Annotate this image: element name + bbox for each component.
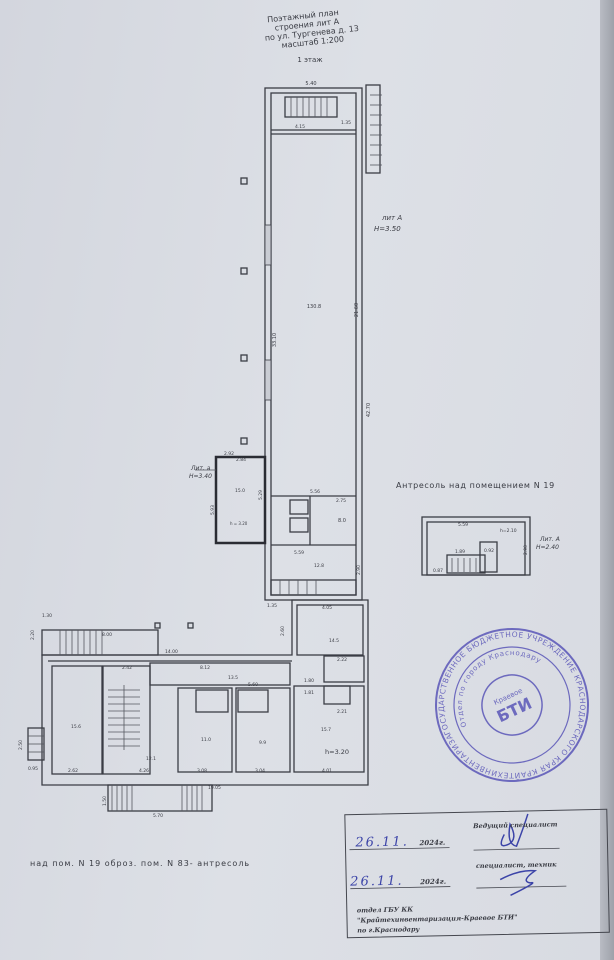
- dimension: 2.75: [336, 498, 346, 504]
- dimension: 4.01: [322, 768, 332, 774]
- dimension: 4.15: [295, 124, 305, 130]
- room-area: 15.0: [235, 488, 245, 494]
- mezzanine-label: Лит. А: [539, 536, 560, 543]
- building-height: H=3.50: [374, 225, 401, 233]
- year-1: 2024г.: [418, 838, 445, 848]
- annex-height: H=3.40: [189, 473, 212, 480]
- dimension: 2.42: [122, 665, 132, 671]
- document-page: [0, 0, 600, 960]
- role-2: специалист, техник: [476, 860, 557, 870]
- dimension: 4.05: [322, 605, 332, 611]
- dimension: 21.60: [354, 303, 360, 317]
- dimension: 5.59: [458, 522, 468, 528]
- dimension: 5.70: [153, 813, 163, 819]
- room-area: 14.5: [329, 638, 339, 644]
- ceiling-height: h=3.20: [325, 748, 349, 756]
- dimension: 5.40: [305, 81, 316, 87]
- org-line-2: "Крайтехинвентаризация-Краевое БТИ": [357, 913, 518, 924]
- dimension: 5.59: [294, 550, 304, 556]
- date-2: 26.11.: [349, 874, 404, 890]
- signature-block: 26.11. 2024г. 26.11. 2024г. Ведущий спец…: [344, 808, 610, 939]
- dimension: 2.92: [224, 451, 234, 457]
- dimension: 1.35: [267, 603, 277, 609]
- ceiling-height: h=2.10: [500, 528, 517, 534]
- org-line-1: отдел ГБУ КК: [357, 905, 414, 914]
- room-area: 130.8: [307, 304, 321, 310]
- dimension: 1.30: [42, 613, 52, 619]
- dimension: 2.60: [280, 626, 286, 636]
- dimension: 8.00: [102, 632, 112, 638]
- dimension: 0.95: [28, 766, 38, 772]
- dimension: 0.92: [484, 548, 494, 554]
- role-1: Ведущий специалист: [472, 820, 558, 830]
- mezzanine-height: H=2.40: [536, 544, 559, 551]
- dimension: 2.21: [337, 709, 347, 715]
- dimension: 5.29: [258, 490, 264, 500]
- dimension: 1.81: [304, 690, 314, 696]
- dimension: 1.50: [102, 796, 108, 806]
- dimension: 4.26: [139, 768, 149, 774]
- dimension: 2.84: [236, 457, 246, 463]
- signature-2: [499, 869, 538, 896]
- dimension: 2.90: [356, 565, 362, 575]
- dimension: 1.80: [304, 678, 314, 684]
- ceiling-height: h = 3.20: [230, 521, 248, 526]
- dimension: 2.90: [523, 545, 529, 555]
- room-area: 15.6: [71, 724, 81, 730]
- mezzanine-title: Антресоль над помещением N 19: [396, 481, 555, 490]
- plan-title: Поэтажный план строения лит А по ул. Тур…: [264, 8, 359, 50]
- dimension: 19.05: [208, 785, 221, 791]
- main-building: [240, 84, 382, 601]
- room-area: 15.7: [321, 727, 331, 733]
- signature-1: [500, 813, 529, 848]
- dimension: 2.22: [337, 657, 347, 663]
- room-area: 12.8: [314, 563, 324, 569]
- dimension: 33.10: [272, 333, 278, 347]
- floor-label: 1 этаж: [297, 56, 323, 64]
- dimension: 5.60: [248, 682, 258, 688]
- org-line-3: по г.Краснодару: [357, 925, 420, 934]
- dimension: 1.89: [455, 549, 465, 555]
- dimension: 0.87: [433, 568, 443, 574]
- dimension: 5.93: [210, 505, 216, 515]
- dimension: 2.50: [18, 740, 24, 750]
- date-1: 26.11.: [354, 834, 409, 850]
- plan-note: над пом. N 19 оброз. пом. N 83- антресол…: [30, 859, 250, 868]
- year-2: 2024г.: [419, 877, 446, 887]
- building-label: лит А: [381, 214, 402, 222]
- page-edge: [600, 0, 614, 960]
- mezzanine-plan: [421, 516, 531, 576]
- dimension: 1.35: [341, 120, 351, 126]
- room-area: 13.5: [228, 675, 238, 681]
- dimension: 14.00: [165, 649, 178, 655]
- dimension: 2.20: [30, 630, 36, 640]
- dimension: 3.08: [197, 768, 207, 774]
- room-area: 12.1: [146, 756, 156, 762]
- dimension: 42.70: [366, 403, 372, 417]
- annex-label: Лит. а: [190, 465, 211, 472]
- dimension: 5.56: [310, 489, 320, 495]
- room-area: 11.0: [201, 737, 211, 743]
- annex: [195, 455, 267, 545]
- dimension: 8.12: [200, 665, 210, 671]
- room-area: 8.0: [338, 518, 346, 524]
- lower-building: [27, 599, 369, 812]
- dimension: 3.04: [255, 768, 265, 774]
- room-area: 9.9: [259, 740, 266, 746]
- dimension: 2.62: [68, 768, 78, 774]
